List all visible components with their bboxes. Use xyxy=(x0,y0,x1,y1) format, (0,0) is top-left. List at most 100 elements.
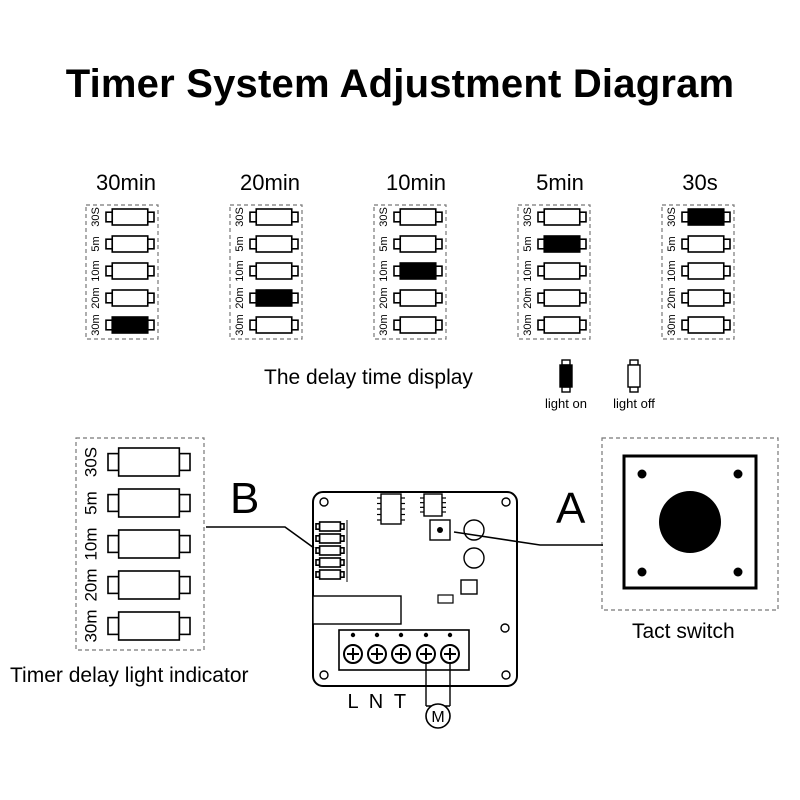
led-label: 10m xyxy=(522,260,534,281)
mounting-hole xyxy=(501,497,511,507)
led-label: 5m xyxy=(90,236,102,251)
board-led xyxy=(315,533,345,544)
legend-off-label: light off xyxy=(613,396,655,411)
led-30S xyxy=(393,208,443,226)
terminal-dot xyxy=(447,632,453,638)
relay xyxy=(312,595,402,625)
setting-title-5min: 5min xyxy=(536,170,584,195)
led-30m xyxy=(249,316,299,334)
timer-indicator-label: Timer delay light indicator xyxy=(10,664,249,687)
terminal-t-label: T xyxy=(394,691,406,713)
capacitor xyxy=(463,519,485,541)
ic-chip-right xyxy=(420,493,446,517)
switch-button xyxy=(659,491,721,553)
circuit-board xyxy=(312,491,518,687)
led-30S xyxy=(105,208,155,226)
leader-line-a xyxy=(453,531,603,546)
board-led xyxy=(315,545,345,556)
mounting-hole xyxy=(319,497,329,507)
led-30S xyxy=(681,208,731,226)
led-label: 30S xyxy=(90,207,102,227)
panel-border xyxy=(75,437,205,651)
setting-panel-30s: 30S 5m 10m 20m 30m xyxy=(661,204,735,340)
led-label: 20m xyxy=(81,568,100,601)
led-label: 30S xyxy=(666,207,678,227)
setting-title-30min: 30min xyxy=(96,170,156,195)
page-title: Timer System Adjustment Diagram xyxy=(65,62,735,106)
terminal-dot xyxy=(423,632,429,638)
setting-title-10min: 10min xyxy=(386,170,446,195)
led-label: 5m xyxy=(522,236,534,251)
ic-chip-left xyxy=(377,493,405,525)
terminal-dot xyxy=(374,632,380,638)
board-led xyxy=(315,521,345,532)
resistor xyxy=(437,594,454,604)
setting-title-30s: 30s xyxy=(682,170,718,195)
motor-label: M xyxy=(431,709,444,726)
led-20m xyxy=(249,289,299,307)
terminal-dot xyxy=(398,632,404,638)
led-label: 30m xyxy=(522,314,534,335)
terminal-dot xyxy=(350,632,356,638)
led-10m xyxy=(105,262,155,280)
led-20m xyxy=(393,289,443,307)
led-label: 30m xyxy=(234,314,246,335)
led-label: 20m xyxy=(522,287,534,308)
panel-border xyxy=(229,204,303,340)
big-led-30S xyxy=(107,447,191,477)
led-label: 30S xyxy=(81,447,100,477)
led-30m xyxy=(681,316,731,334)
component xyxy=(460,579,478,595)
led-label: 20m xyxy=(666,287,678,308)
panel-border xyxy=(601,437,779,611)
tact-switch-label: Tact switch xyxy=(632,620,735,643)
led-label: 30S xyxy=(522,207,534,227)
mounting-hole xyxy=(501,670,511,680)
switch-pin xyxy=(637,469,647,479)
tact-switch-panel xyxy=(601,437,779,611)
board-led xyxy=(315,569,345,580)
led-10m xyxy=(537,262,587,280)
led-label: 30m xyxy=(378,314,390,335)
led-label: 10m xyxy=(81,527,100,560)
led-label: 10m xyxy=(666,260,678,281)
led-5m xyxy=(249,235,299,253)
led-10m xyxy=(249,262,299,280)
big-led-30m xyxy=(107,611,191,641)
led-30m xyxy=(105,316,155,334)
legend-led-on xyxy=(559,359,573,393)
led-30S xyxy=(249,208,299,226)
led-20m xyxy=(537,289,587,307)
mounting-hole xyxy=(500,623,510,633)
board-led xyxy=(315,557,345,568)
led-label: 10m xyxy=(90,260,102,281)
capacitor xyxy=(463,547,485,569)
setting-title-20min: 20min xyxy=(240,170,300,195)
motor-icon xyxy=(425,703,451,729)
panel-border xyxy=(661,204,735,340)
callout-a: A xyxy=(556,484,586,533)
legend-led-off xyxy=(627,359,641,393)
panel-border xyxy=(517,204,591,340)
panel-border xyxy=(85,204,159,340)
setting-panel-5min: 30S 5m 10m 20m 30m xyxy=(517,204,591,340)
led-label: 20m xyxy=(90,287,102,308)
callout-b: B xyxy=(230,474,260,523)
switch-pin xyxy=(733,469,743,479)
led-30m xyxy=(393,316,443,334)
led-20m xyxy=(105,289,155,307)
led-label: 5m xyxy=(81,491,100,515)
led-label: 30S xyxy=(234,207,246,227)
led-label: 30m xyxy=(666,314,678,335)
leader-line-b xyxy=(206,526,315,549)
led-30S xyxy=(537,208,587,226)
led-label: 30m xyxy=(90,314,102,335)
led-10m xyxy=(393,262,443,280)
led-5m xyxy=(105,235,155,253)
big-led-20m xyxy=(107,570,191,600)
led-label: 30S xyxy=(378,207,390,227)
led-label: 5m xyxy=(666,236,678,251)
led-20m xyxy=(681,289,731,307)
